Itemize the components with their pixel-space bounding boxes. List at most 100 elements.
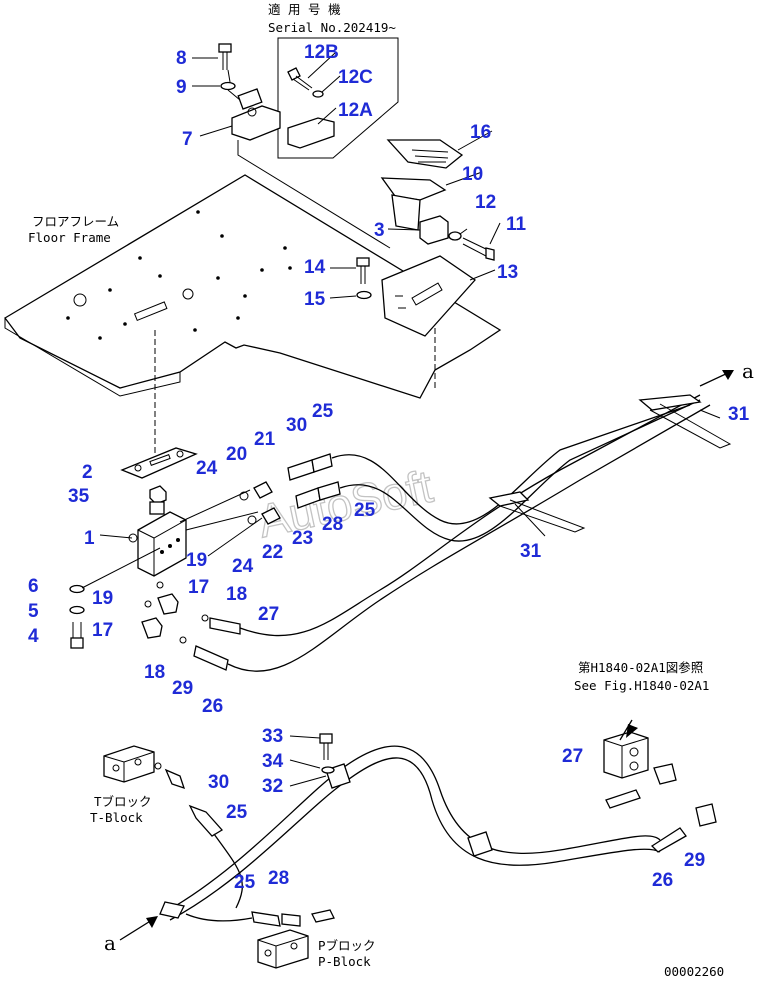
- lower-hose-loop-2: [169, 757, 661, 921]
- washer-5: [69, 605, 85, 615]
- clamp-31-lower: [488, 491, 586, 533]
- pedal-10: [380, 177, 447, 201]
- hose-leaders: [179, 489, 263, 557]
- t-block-jp: Tブロック: [94, 794, 152, 809]
- hose-29-26: [193, 404, 711, 672]
- gasket-2: [120, 447, 198, 479]
- adapter-20: [253, 481, 273, 499]
- serial-note-jp: 適 用 号 機: [268, 2, 341, 17]
- t-block: [103, 745, 155, 783]
- elbow-right-upper: [653, 763, 677, 785]
- callout-28b: 28: [268, 868, 289, 889]
- bolt-8-leader: [227, 69, 241, 101]
- hose-23-28: [295, 399, 701, 542]
- plate-holes: [395, 295, 406, 309]
- top-bracket: [231, 88, 391, 249]
- arrow-a-bottom-head: [146, 916, 158, 928]
- elbow-p: [311, 909, 335, 923]
- bolt-4: [70, 622, 84, 649]
- callout-27a: 27: [258, 604, 279, 625]
- callout-4: 4: [28, 626, 39, 647]
- floor-frame: [4, 174, 502, 399]
- washer-9: [220, 81, 236, 91]
- callout-24a: 24: [196, 458, 218, 479]
- callout-13: 13: [497, 262, 518, 283]
- arrow-a-top-head: [722, 370, 734, 380]
- callout-11: 11: [506, 214, 527, 235]
- callout-34: 34: [262, 751, 284, 772]
- callout-2: 2: [82, 462, 93, 483]
- stopper-3: [419, 215, 449, 245]
- washer-15: [356, 290, 372, 300]
- callout-17a: 17: [188, 577, 209, 598]
- clamp-leaders: [514, 409, 721, 537]
- see-fig-arrow-head: [626, 724, 638, 738]
- callout-29b: 29: [684, 850, 705, 871]
- callout-18b: 18: [144, 662, 165, 683]
- bolt-8: [218, 43, 232, 70]
- callout-21: 21: [254, 429, 276, 450]
- arrow-a-bottom-tab: [159, 901, 185, 919]
- p-hose: [185, 913, 253, 922]
- oring-18b: [179, 636, 187, 644]
- washer-34: [321, 766, 335, 774]
- callout-12c: 12C: [338, 67, 373, 88]
- see-fig-jp: 第H1840-02A1図参照: [578, 660, 703, 675]
- lower-hose-loop-1: [164, 745, 661, 913]
- callout-22: 22: [262, 542, 283, 563]
- callout-12b: 12B: [304, 42, 339, 63]
- right-block: [603, 731, 649, 779]
- pedal-pad: [386, 139, 464, 169]
- hose-end-28: [251, 911, 281, 927]
- callout-26a: 26: [202, 696, 223, 717]
- callout-29a: 29: [172, 678, 193, 699]
- orifice-17a: [156, 581, 164, 589]
- clamp-31-upper: [638, 394, 732, 449]
- callout-33: 33: [262, 726, 283, 747]
- bolt-33: [319, 733, 333, 760]
- t-fitting: [164, 768, 186, 790]
- callout-12a: 12A: [338, 100, 373, 121]
- p-block: [257, 929, 309, 969]
- see-fig-arrow: [619, 719, 633, 741]
- callout-30b: 30: [208, 772, 229, 793]
- callout-26b: 26: [652, 870, 673, 891]
- figure-number: 00002260: [664, 964, 724, 979]
- hose-21-25: [287, 404, 691, 525]
- callout-25c: 25: [226, 802, 248, 823]
- bolt-11: [462, 237, 495, 261]
- callout-25a: 25: [312, 401, 334, 422]
- callout-30a: 30: [286, 415, 307, 436]
- arrow-a-top-label: a: [742, 359, 754, 383]
- callout-7: 7: [182, 129, 193, 150]
- callout-19a: 19: [186, 550, 207, 571]
- callout-28a: 28: [322, 514, 343, 535]
- callout-31b: 31: [520, 541, 542, 562]
- callout-20: 20: [226, 444, 247, 465]
- callout-27b: 27: [562, 746, 583, 767]
- floor-frame-jp: フロアフレーム: [32, 214, 119, 229]
- t-block-en: T-Block: [90, 810, 143, 825]
- callout-31a: 31: [728, 404, 750, 425]
- callout-6: 6: [28, 576, 39, 597]
- callout-24b: 24: [232, 556, 254, 577]
- watermark: AutoSoft: [254, 460, 438, 548]
- valve-leaders: [81, 534, 161, 589]
- callout-16: 16: [470, 122, 491, 143]
- callout-10: 10: [462, 164, 483, 185]
- callout-32: 32: [262, 776, 283, 797]
- p-block-en: P-Block: [318, 954, 371, 969]
- callout-1: 1: [84, 528, 95, 549]
- floor-frame-en: Floor Frame: [28, 230, 111, 245]
- p-block-jp: Pブロック: [318, 938, 376, 953]
- callout-17b: 17: [92, 620, 113, 641]
- serial-box: [277, 37, 399, 159]
- elbow-right-lower: [695, 803, 717, 827]
- callout-25d: 25: [234, 872, 256, 893]
- oring-24a: [239, 491, 249, 501]
- callout-35: 35: [68, 486, 90, 507]
- washer-6: [69, 584, 85, 594]
- callout-15: 15: [304, 289, 326, 310]
